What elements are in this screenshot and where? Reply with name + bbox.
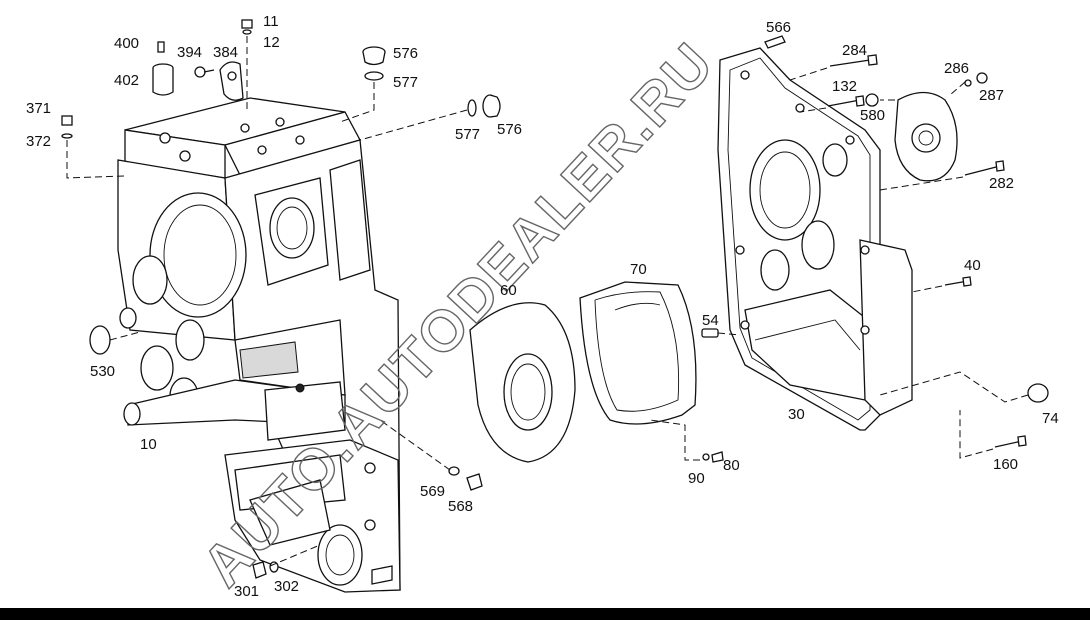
label-160: 160 xyxy=(993,456,1018,473)
label-284: 284 xyxy=(842,42,867,59)
label-580: 580 xyxy=(860,107,885,124)
label-90: 90 xyxy=(688,470,705,487)
label-12: 12 xyxy=(263,34,280,51)
cover-70 xyxy=(579,281,697,425)
cover-60 xyxy=(469,302,576,463)
label-577-right: 577 xyxy=(455,126,480,143)
label-132: 132 xyxy=(832,78,857,95)
label-371: 371 xyxy=(26,100,51,117)
label-530: 530 xyxy=(90,363,115,380)
label-40: 40 xyxy=(964,257,981,274)
washer-bolt-90-80 xyxy=(702,451,724,463)
label-400: 400 xyxy=(114,35,139,52)
label-576-top: 576 xyxy=(393,45,418,62)
leader-lines xyxy=(66,36,1029,567)
label-402: 402 xyxy=(114,72,139,89)
label-569: 569 xyxy=(420,483,445,500)
label-54: 54 xyxy=(702,312,719,329)
label-80: 80 xyxy=(723,457,740,474)
callout-labels: 11 12 400 394 384 402 371 372 576 577 57… xyxy=(26,13,1059,600)
label-70: 70 xyxy=(630,261,647,278)
label-74: 74 xyxy=(1042,410,1059,427)
label-10: 10 xyxy=(140,436,157,453)
label-301: 301 xyxy=(234,583,259,600)
label-566: 566 xyxy=(766,19,791,36)
label-577-top: 577 xyxy=(393,74,418,91)
label-302: 302 xyxy=(274,578,299,595)
housing-left xyxy=(117,97,401,593)
label-372: 372 xyxy=(26,133,51,150)
housing-right-fittings xyxy=(764,35,1049,448)
label-286: 286 xyxy=(944,60,969,77)
label-287: 287 xyxy=(979,87,1004,104)
housing-right xyxy=(717,47,913,431)
label-11: 11 xyxy=(263,13,279,30)
pin-54 xyxy=(701,328,719,338)
label-282: 282 xyxy=(989,175,1014,192)
bottom-border-bar xyxy=(0,608,1090,620)
label-576-right: 576 xyxy=(497,121,522,138)
label-394: 394 xyxy=(177,44,202,61)
label-60: 60 xyxy=(500,282,517,299)
label-568: 568 xyxy=(448,498,473,515)
label-384: 384 xyxy=(213,44,238,61)
housing-left-fittings xyxy=(61,19,501,579)
label-30: 30 xyxy=(788,406,805,423)
